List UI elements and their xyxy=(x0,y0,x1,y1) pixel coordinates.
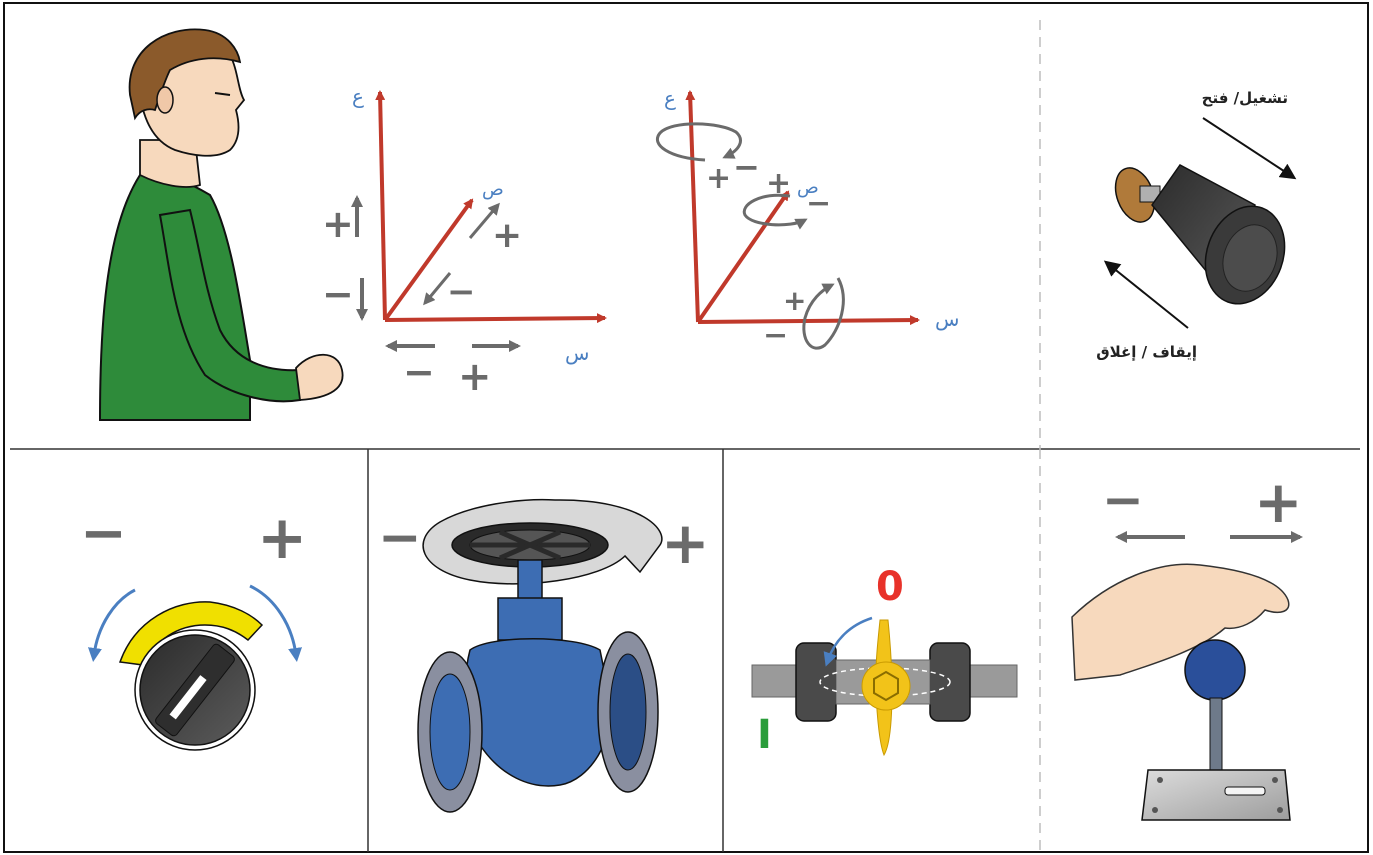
rotation-axes-diagram: ع ص س − + + − + − xyxy=(657,86,959,353)
joystick-panel: − + xyxy=(1072,468,1303,820)
joystick-minus: − xyxy=(1102,471,1144,529)
axis-label-x: س xyxy=(565,341,589,365)
rotation-plus-y: + xyxy=(766,166,791,201)
minus-horizontal: − xyxy=(403,350,435,394)
linear-axes-diagram: ع ص س + − + − − + xyxy=(322,84,605,400)
axis-label-z: ع xyxy=(352,84,364,108)
plus-up: + xyxy=(322,202,354,246)
rotation-plus-z: + xyxy=(706,161,731,196)
axis-label-y: ص xyxy=(482,179,504,200)
rotary-knob-panel: − + xyxy=(80,501,307,750)
off-close-label: إيقاف / إغلاق xyxy=(1096,343,1197,361)
valve-minus: − xyxy=(378,508,422,568)
minus-down: − xyxy=(322,272,354,316)
axis-label-x: س xyxy=(935,307,959,331)
rotation-minus-x: − xyxy=(763,318,788,353)
minus-diagonal: − xyxy=(447,272,476,312)
rotation-minus-y: − xyxy=(806,186,831,221)
closed-mark-one: I xyxy=(757,712,772,758)
gate-valve-panel: − + xyxy=(378,500,710,812)
valve-plus: + xyxy=(661,509,710,577)
plus-diagonal: + xyxy=(492,215,522,256)
on-open-label: تشغيل/ فتح xyxy=(1202,89,1288,107)
ball-valve-panel: 0 I xyxy=(752,564,1017,758)
person-illustration xyxy=(100,29,343,420)
plus-horizontal: + xyxy=(458,354,492,400)
joystick-plus: + xyxy=(1254,468,1303,536)
rotation-plus-x: + xyxy=(783,284,806,317)
knob-minus: − xyxy=(80,501,127,566)
knob-plus: + xyxy=(257,503,307,573)
push-pull-button-illustration: تشغيل/ فتح إيقاف / إغلاق xyxy=(1096,89,1298,361)
axis-label-z: ع xyxy=(664,86,676,110)
open-mark-zero: 0 xyxy=(876,564,904,610)
rotation-minus-z: − xyxy=(733,148,760,186)
